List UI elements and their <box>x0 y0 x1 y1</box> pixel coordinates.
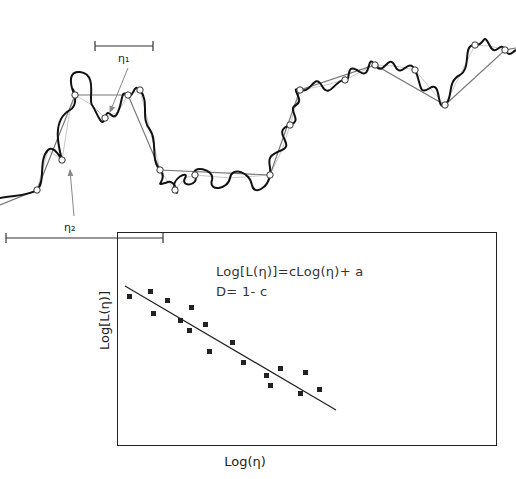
leader-arrows <box>70 68 128 216</box>
regression-line <box>125 286 336 410</box>
scale-bars <box>6 41 163 243</box>
axis-label: Log[L(η)] <box>98 291 111 350</box>
scale-label: η₁ <box>118 53 129 64</box>
axis-label: Log(η) <box>224 455 266 468</box>
plot-frame: Log[L(η)]=cLog(η)+ a D= 1- c <box>117 232 497 446</box>
dimension-formula: D= 1- c <box>216 285 267 298</box>
equation: Log[L(η)]=cLog(η)+ a <box>216 265 364 278</box>
scale-label: η₂ <box>64 222 75 233</box>
divider-points <box>34 42 508 193</box>
fractal-curve <box>0 39 516 198</box>
